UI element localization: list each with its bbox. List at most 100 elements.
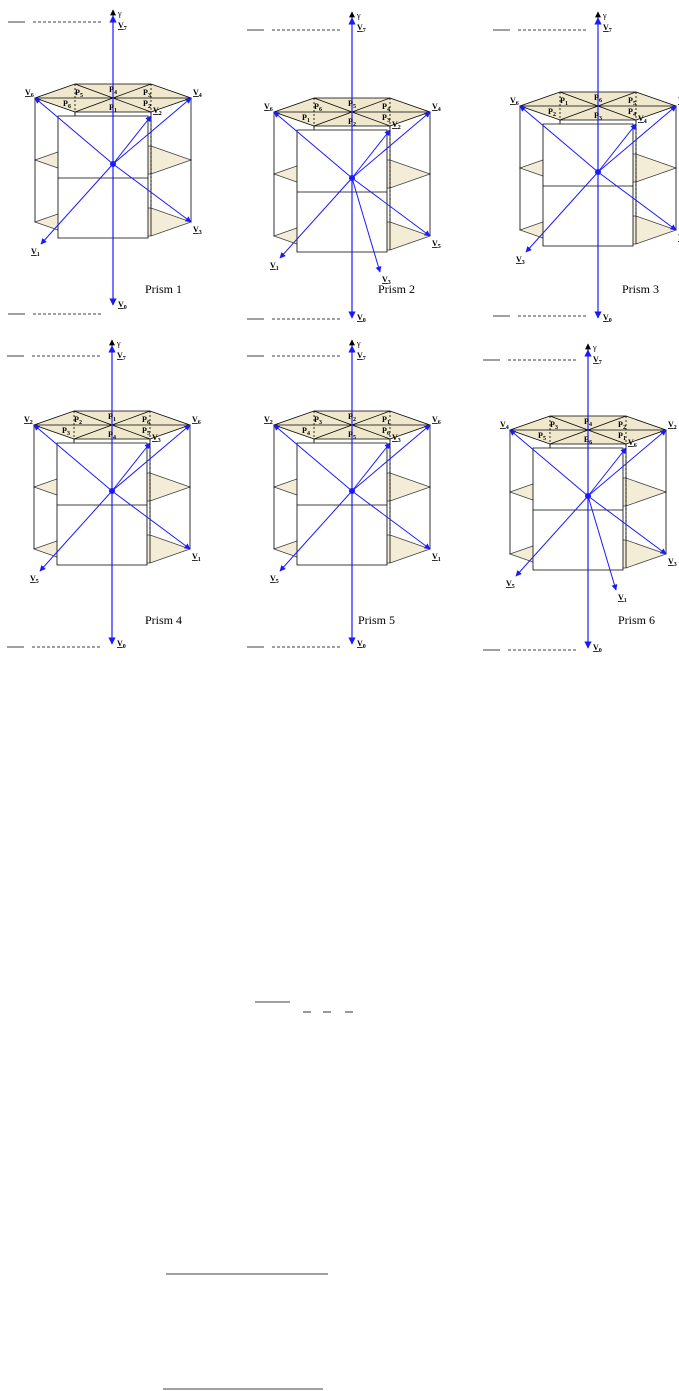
vector-label-v6: V6 [510, 96, 519, 107]
space-vector [515, 495, 589, 577]
top-divider [351, 111, 391, 127]
top-divider [111, 410, 151, 426]
v7-label: V7 [118, 21, 127, 32]
center-point [110, 161, 116, 167]
v7-label: V7 [593, 355, 602, 366]
region-label-p2: P2 [74, 415, 82, 426]
vector-label-v5: V5 [432, 239, 441, 250]
top-divider [313, 410, 353, 426]
space-vector [111, 490, 191, 550]
region-label-p6: P6 [63, 99, 71, 110]
space-vector [597, 171, 677, 231]
vector-label-v3: V3 [516, 255, 525, 266]
space-vector [112, 163, 192, 223]
vector-label-v1: V1 [618, 593, 627, 604]
top-divider [74, 97, 114, 113]
region-label-p5: P5 [348, 99, 356, 110]
space-vector [112, 97, 192, 165]
vector-label-v1: V1 [192, 552, 201, 563]
vector-label-v4: V4 [432, 102, 441, 113]
top-divider [351, 424, 391, 440]
vector-label-v2: V2 [392, 120, 401, 131]
region-label-p4: P4 [109, 85, 117, 96]
vector-label-v5: V5 [506, 579, 515, 590]
top-divider [587, 415, 627, 431]
region-label-p2: P2 [348, 412, 356, 423]
center-point [585, 493, 591, 499]
space-vector [39, 490, 113, 572]
front-face-left [542, 123, 599, 247]
gamma-label: γ [116, 339, 121, 348]
front-face-left [57, 115, 114, 239]
vector-label-v1: V1 [432, 552, 441, 563]
gamma-label: γ [602, 11, 607, 20]
v0-label: V0 [118, 300, 127, 311]
vector-label-v5: V5 [30, 574, 39, 585]
top-divider [74, 83, 114, 99]
center-point [349, 175, 355, 181]
region-label-p4: P4 [108, 430, 116, 441]
region-label-p3: P3 [314, 415, 322, 426]
v7-label: V7 [357, 351, 366, 362]
v0-label: V0 [593, 643, 602, 654]
space-vector [351, 424, 431, 492]
vector-label-v6: V6 [628, 438, 637, 449]
vector-label-v4: V4 [193, 88, 202, 99]
prism-caption: Prism 2 [378, 282, 415, 296]
front-face-left [296, 129, 353, 253]
gamma-label: γ [356, 11, 361, 20]
top-divider [111, 424, 151, 440]
vector-label-v6: V6 [432, 415, 441, 426]
prism-caption: Prism 3 [622, 282, 659, 296]
top-divider [313, 424, 353, 440]
region-label-p5: P5 [75, 88, 83, 99]
space-vector [519, 105, 599, 173]
v7-label: V7 [357, 23, 366, 34]
region-label-p3: P3 [550, 420, 558, 431]
top-divider [112, 83, 152, 99]
vector-label-v2: V2 [153, 106, 162, 117]
vector-label-v6: V6 [192, 415, 201, 426]
space-vector [597, 123, 637, 173]
top-divider [597, 105, 637, 121]
region-label-p5: P5 [348, 430, 356, 441]
region-label-e6: E6 [584, 435, 592, 446]
region-label-p4: P4 [628, 107, 636, 118]
space-vector [509, 429, 589, 497]
space-vector [273, 111, 353, 179]
region-label-p4: P4 [302, 426, 310, 437]
vector-label-v2: V2 [264, 415, 273, 426]
vector-label-v4: V4 [638, 114, 647, 125]
top-divider [587, 429, 627, 445]
page-decorations [163, 1001, 353, 1390]
vector-label-v3: V3 [382, 275, 391, 286]
prism-caption: Prism 4 [145, 613, 182, 627]
space-vector [351, 442, 391, 492]
region-label-p3: P3 [382, 113, 390, 124]
region-label-p3: P3 [594, 111, 602, 122]
v7-label: V7 [603, 23, 612, 34]
vector-label-v4: V4 [500, 420, 509, 431]
top-divider [73, 410, 113, 426]
top-divider [313, 97, 353, 113]
space-vector [112, 115, 152, 165]
space-vector [351, 129, 391, 179]
space-vector [587, 495, 618, 591]
top-divider [559, 105, 599, 121]
vector-label-v2: V2 [24, 415, 33, 426]
vector-label-v1: V1 [31, 247, 40, 258]
region-label-p1: P1 [302, 113, 310, 124]
space-vector [525, 171, 599, 253]
vector-label-v1: V1 [270, 261, 279, 272]
top-divider [351, 97, 391, 113]
top-divider [597, 91, 637, 107]
space-vector [111, 424, 191, 492]
region-label-p6: P6 [314, 102, 322, 113]
region-label-p5: P5 [628, 96, 636, 107]
